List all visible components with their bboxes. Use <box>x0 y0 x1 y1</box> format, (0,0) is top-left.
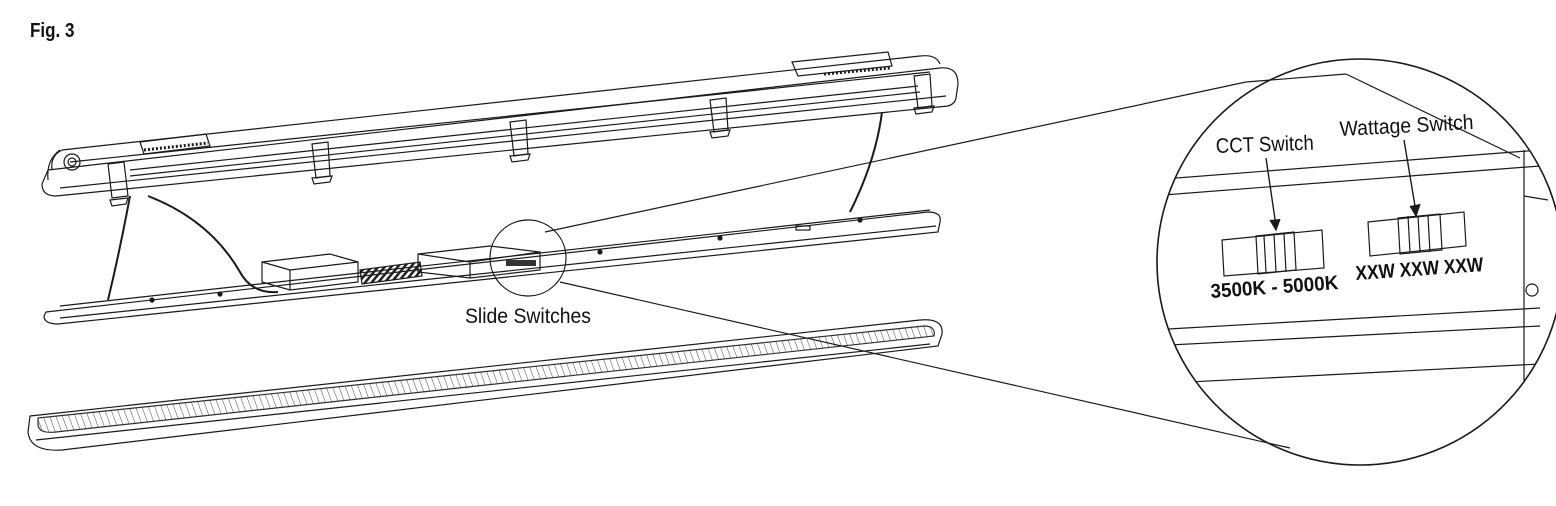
wattage-switch-label: Wattage Switch <box>1339 111 1474 141</box>
cct-switch <box>1221 229 1325 277</box>
slide-switches-label: Slide Switches <box>465 305 591 328</box>
figure-label: Fig. 3 <box>30 20 75 42</box>
wattage-options-label: XXW XXW XXW <box>1355 254 1484 285</box>
wattage-switch <box>1367 211 1467 257</box>
cct-switch-label: CCT Switch <box>1215 132 1314 158</box>
gear-tray <box>43 195 941 325</box>
callout-leader-lines <box>544 73 1521 449</box>
fixture-housing <box>41 51 959 213</box>
lens-diffuser <box>27 319 943 451</box>
cct-range-label: 3500K - 5000K <box>1210 272 1340 303</box>
magnified-detail <box>1156 58 1556 466</box>
